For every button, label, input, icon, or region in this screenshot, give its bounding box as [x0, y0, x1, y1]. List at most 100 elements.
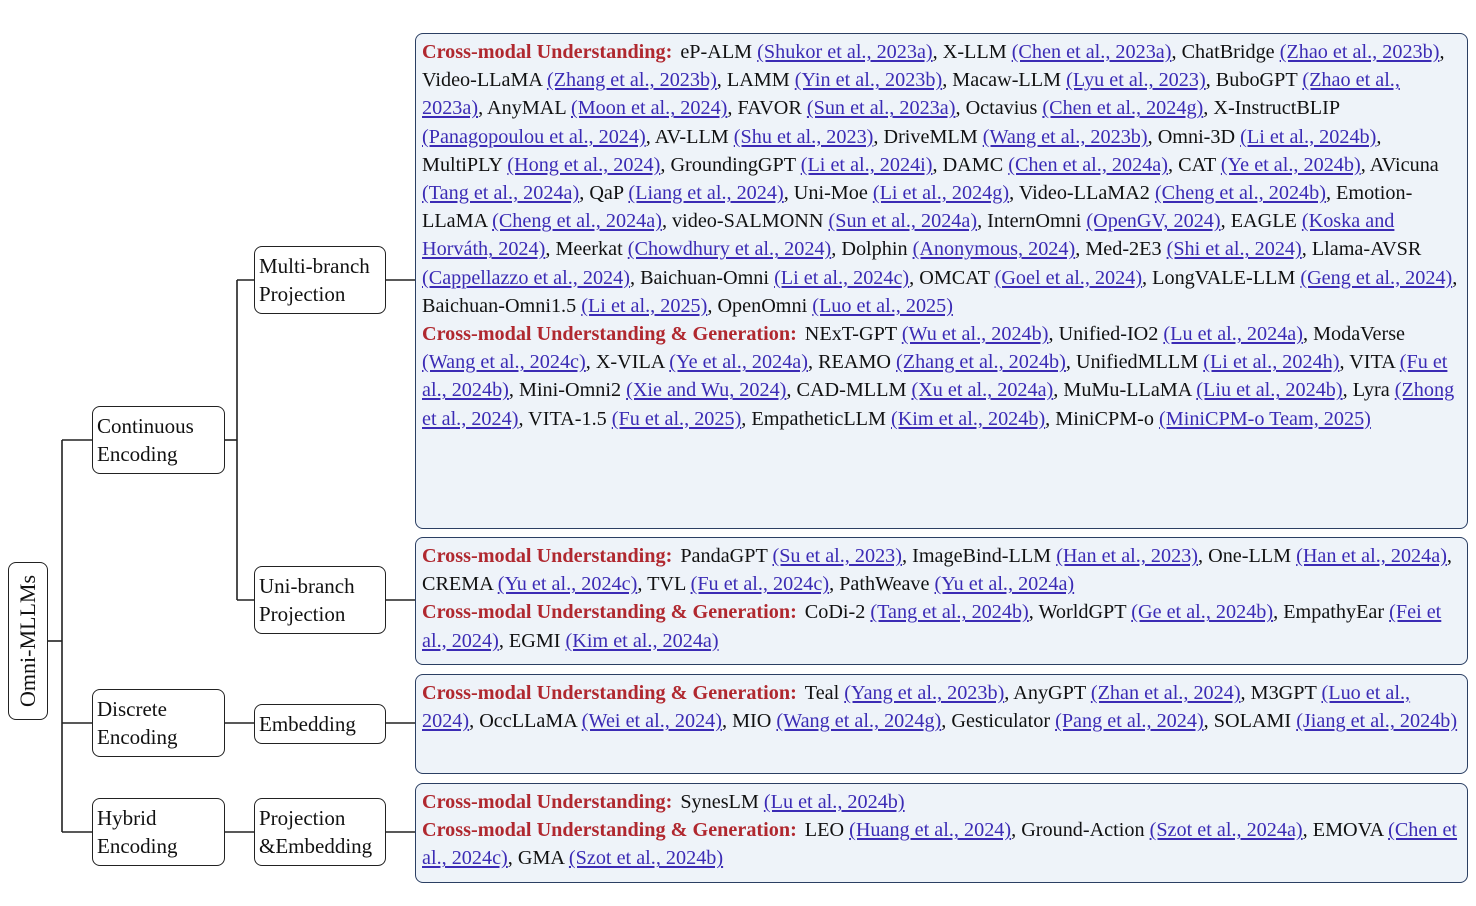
model-entry: OccLLaMA (Wei et al., 2024)	[479, 710, 722, 732]
citation-link[interactable]: (Zhao et al., 2023a)	[422, 69, 1400, 120]
citation-link[interactable]: (Moon et al., 2024)	[570, 97, 728, 120]
node-label: Hybrid Encoding	[97, 806, 178, 858]
model-name: Octavius	[965, 97, 1038, 120]
citation-link[interactable]: (Koska and Horváth, 2024)	[422, 210, 1395, 261]
citation-link[interactable]: (Wang et al., 2024g)	[776, 710, 942, 733]
citation-link[interactable]: (Zhang et al., 2023b)	[546, 69, 717, 92]
citation-link[interactable]: (Xu et al., 2024a)	[911, 379, 1054, 402]
citation-link[interactable]: (Chowdhury et al., 2024)	[627, 238, 832, 261]
citation-link[interactable]: (Liang et al., 2024)	[628, 182, 784, 205]
citation-link[interactable]: (Cheng et al., 2024a)	[492, 210, 662, 233]
citation-link[interactable]: (Geng et al., 2024)	[1300, 266, 1453, 289]
citation-link[interactable]: (Zhao et al., 2023b)	[1279, 41, 1440, 63]
node-label: Projection &Embedding	[259, 806, 373, 858]
citation-link[interactable]: (Zhan et al., 2024)	[1090, 682, 1241, 704]
model-name: CREMA	[422, 573, 493, 596]
citation-link[interactable]: (Lyu et al., 2023)	[1066, 69, 1206, 92]
citation-link[interactable]: (Zhang et al., 2024b)	[896, 351, 1066, 374]
citation-link[interactable]: (Goel et al., 2024)	[994, 266, 1143, 289]
model-name: Ground-Action	[1021, 819, 1145, 842]
citation-link[interactable]: (Shukor et al., 2023a)	[757, 41, 933, 63]
model-entry: Video-LLaMA (Zhang et al., 2023b)	[422, 69, 717, 91]
citation-link[interactable]: (Ye et al., 2024a)	[669, 351, 808, 374]
citation-link[interactable]: (Lu et al., 2024a)	[1163, 323, 1303, 346]
model-name: Omni-3D	[1157, 125, 1236, 148]
citation-link[interactable]: (Chen et al., 2024c)	[422, 819, 1458, 870]
model-name: X-LLM	[942, 41, 1007, 63]
citation-link[interactable]: (Kim et al., 2024b)	[890, 407, 1046, 430]
citation-link[interactable]: (Wang et al., 2024c)	[422, 351, 586, 374]
citation-link[interactable]: (Yang et al., 2023b)	[844, 682, 1005, 704]
citation-link[interactable]: (Wu et al., 2024b)	[901, 323, 1049, 346]
node-uni-branch-projection: Uni-branch Projection	[254, 566, 386, 634]
model-entry: EmpatheticLLM (Kim et al., 2024b)	[751, 408, 1045, 430]
model-name: Video-LLaMA	[422, 69, 542, 92]
citation-link[interactable]: (Shi et al., 2024)	[1166, 238, 1302, 261]
citation-link[interactable]: (Han et al., 2023)	[1056, 545, 1199, 567]
citation-link[interactable]: (Wang et al., 2023b)	[982, 125, 1148, 148]
citation-link[interactable]: (Chen et al., 2024a)	[1008, 153, 1168, 176]
citation-link[interactable]: (Ge et al., 2024b)	[1131, 601, 1274, 624]
model-name: Uni-Moe	[793, 182, 868, 205]
citation-link[interactable]: (Zhong et al., 2024)	[422, 379, 1455, 430]
citation-link[interactable]: (Li et al., 2025)	[581, 294, 708, 317]
citation-link[interactable]: (Chen et al., 2023a)	[1011, 41, 1172, 63]
citation-link[interactable]: (Liu et al., 2024b)	[1196, 379, 1343, 402]
category-group: Cross-modal Understanding & Generation:T…	[422, 682, 1458, 733]
citation-link[interactable]: (Lu et al., 2024b)	[763, 791, 905, 813]
model-entry: InternOmni (OpenGV, 2024)	[987, 210, 1220, 232]
citation-link[interactable]: (Xie and Wu, 2024)	[626, 379, 787, 402]
model-name: EmpatheticLLM	[751, 407, 886, 430]
citation-link[interactable]: (Sun et al., 2024a)	[828, 210, 978, 233]
citation-link[interactable]: (Yin et al., 2023b)	[794, 69, 943, 92]
citation-link[interactable]: (Fu et al., 2024b)	[422, 351, 1448, 402]
citation-link[interactable]: (Li et al., 2024g)	[872, 182, 1010, 205]
citation-link[interactable]: (Luo et al., 2024)	[422, 682, 1411, 733]
citation-link[interactable]: (Sun et al., 2023a)	[806, 97, 956, 120]
model-entry: FAVOR (Sun et al., 2023a)	[738, 97, 956, 119]
model-name: Unified-IO2	[1058, 323, 1159, 346]
citation-link[interactable]: (Fu et al., 2024c)	[690, 573, 830, 596]
citation-link[interactable]: (Jiang et al., 2024b)	[1296, 710, 1458, 733]
citation-link[interactable]: (Li et al., 2024b)	[1240, 125, 1377, 148]
citation-link[interactable]: (MiniCPM-o Team, 2025)	[1159, 407, 1371, 430]
citation-link[interactable]: (Li et al., 2024i)	[800, 153, 933, 176]
citation-link[interactable]: (Panagopoulou et al., 2024)	[422, 125, 646, 148]
model-entry: Omni-3D (Li et al., 2024b)	[1158, 126, 1377, 148]
model-name: GMA	[517, 847, 564, 870]
model-entry: Gesticulator (Pang et al., 2024)	[951, 710, 1203, 732]
citation-link[interactable]: (Tang et al., 2024a)	[422, 182, 580, 205]
citation-link[interactable]: (Fei et al., 2024)	[422, 601, 1442, 652]
model-entry: MuMu-LLaMA (Liu et al., 2024b)	[1063, 379, 1342, 401]
citation-link[interactable]: (Szot et al., 2024b)	[568, 847, 724, 870]
citation-link[interactable]: (Huang et al., 2024)	[849, 819, 1012, 842]
node-label: Uni-branch Projection	[259, 574, 355, 626]
citation-link[interactable]: (Yu et al., 2024a)	[934, 573, 1075, 596]
citation-link[interactable]: (Fu et al., 2025)	[611, 407, 742, 430]
citation-link[interactable]: (Cheng et al., 2024b)	[1154, 182, 1326, 205]
citation-link[interactable]: (OpenGV, 2024)	[1086, 210, 1221, 233]
citation-link[interactable]: (Cappellazzo et al., 2024)	[422, 266, 630, 289]
model-name: PathWeave	[839, 573, 930, 596]
model-entry: ChatBridge (Zhao et al., 2023b)	[1182, 41, 1440, 63]
model-entry: Meerkat (Chowdhury et al., 2024)	[555, 238, 831, 260]
citation-link[interactable]: (Ye et al., 2024b)	[1220, 153, 1361, 176]
citation-link[interactable]: (Hong et al., 2024)	[507, 153, 661, 176]
citation-link[interactable]: (Yu et al., 2024c)	[497, 573, 638, 596]
citation-link[interactable]: (Anonymous, 2024)	[912, 238, 1076, 261]
citation-link[interactable]: (Kim et al., 2024a)	[565, 629, 719, 652]
citation-link[interactable]: (Su et al., 2023)	[772, 545, 902, 567]
citation-link[interactable]: (Li et al., 2024h)	[1203, 351, 1340, 374]
citation-link[interactable]: (Li et al., 2024c)	[774, 266, 910, 289]
citation-link[interactable]: (Pang et al., 2024)	[1055, 710, 1204, 733]
citation-link[interactable]: (Wei et al., 2024)	[581, 710, 722, 733]
citation-link[interactable]: (Han et al., 2024a)	[1296, 545, 1447, 567]
citation-link[interactable]: (Chen et al., 2024g)	[1042, 97, 1204, 120]
citation-link[interactable]: (Tang et al., 2024b)	[870, 601, 1029, 624]
model-entry: Mini-Omni2 (Xie and Wu, 2024)	[519, 379, 786, 401]
model-entry: AV-LLM (Shu et al., 2023)	[655, 126, 874, 148]
citation-link[interactable]: (Luo et al., 2025)	[812, 294, 953, 317]
model-entry: SOLAMI (Jiang et al., 2024b)	[1214, 710, 1457, 732]
citation-link[interactable]: (Szot et al., 2024a)	[1149, 819, 1303, 842]
citation-link[interactable]: (Shu et al., 2023)	[733, 125, 874, 148]
